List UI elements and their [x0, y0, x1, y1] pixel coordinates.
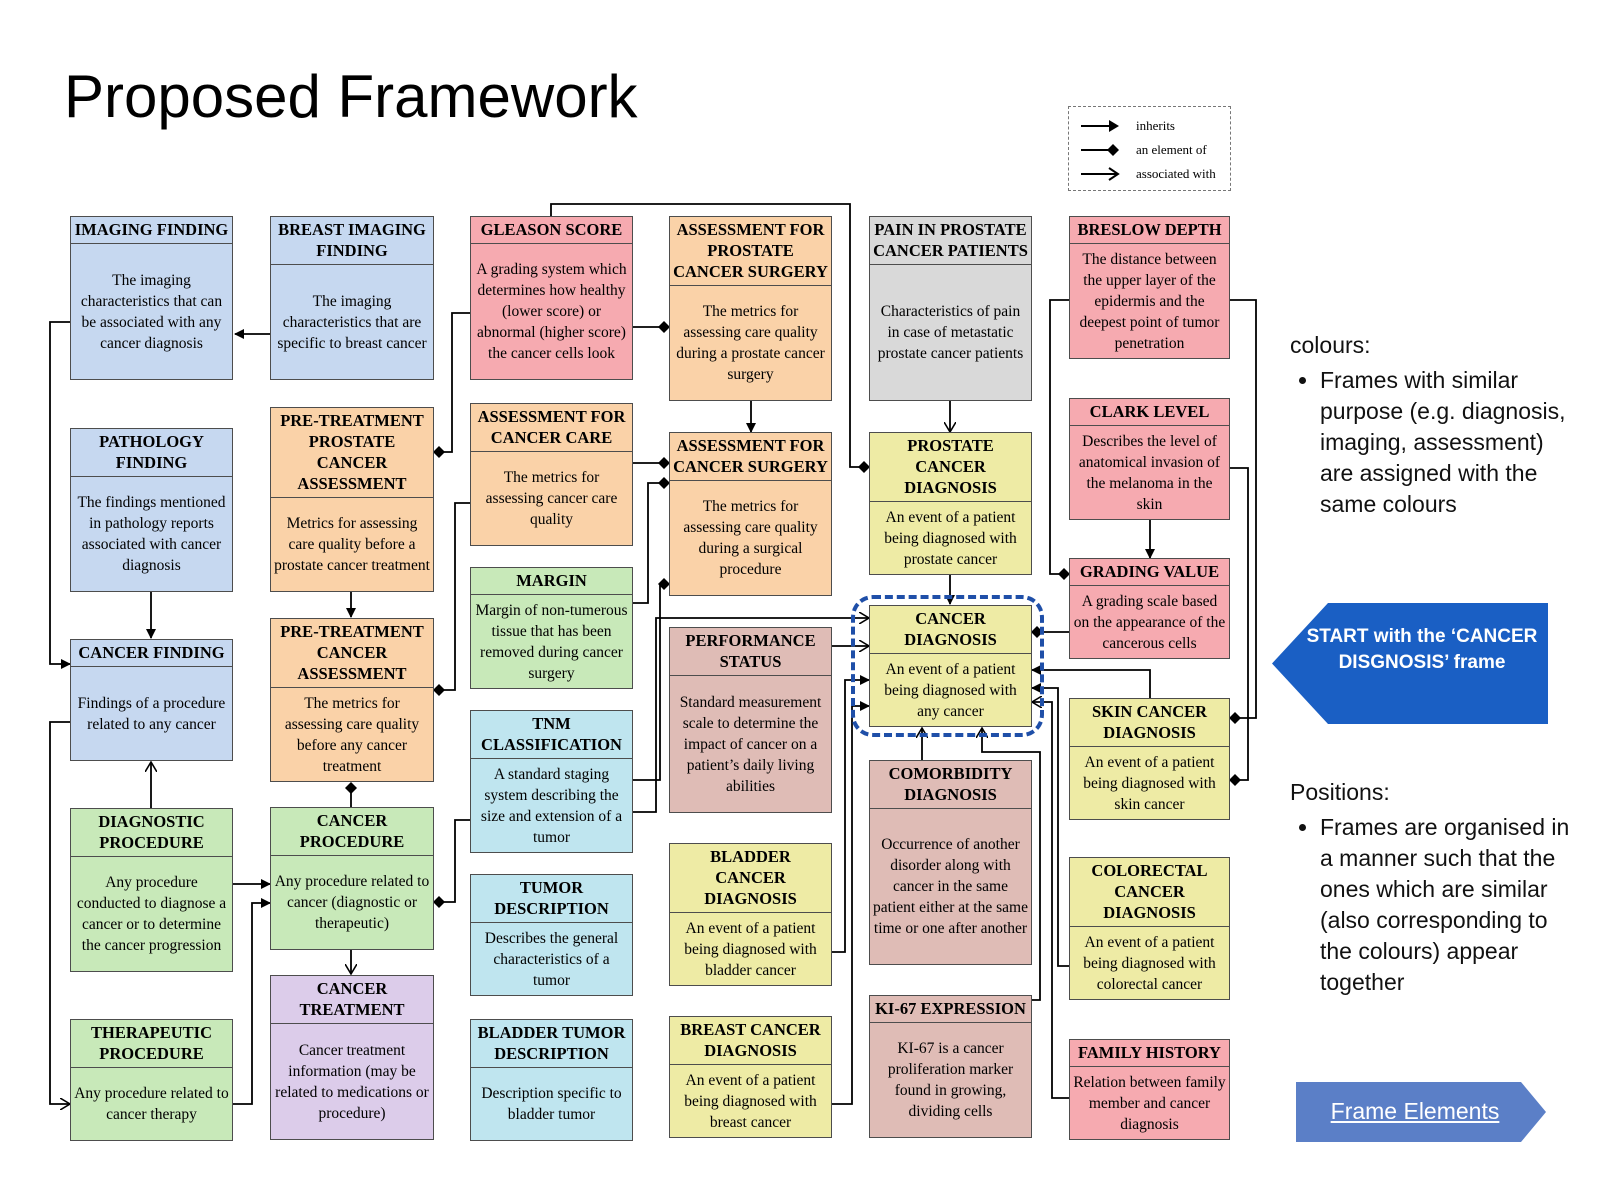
edge-tnm-to-procedure [433, 819, 470, 908]
edge-bladder-to-cancer-diagnosis [831, 675, 870, 953]
frame-pretreatment-prostate[interactable]: PRE-TREATMENT PROSTATE CANCER ASSESSMENT… [270, 407, 434, 592]
frame-clark-level[interactable]: CLARK LEVEL Describes the level of anato… [1069, 398, 1230, 520]
frame-tnm-classification[interactable]: TNM CLASSIFICATION A standard staging sy… [470, 710, 633, 853]
frame-assessment-cancer-surgery[interactable]: ASSESSMENT FOR CANCER SURGERY The metric… [669, 432, 832, 596]
frame-tumor-description[interactable]: TUMOR DESCRIPTION Describes the general … [470, 874, 633, 996]
frame-diagnostic-procedure[interactable]: DIAGNOSTIC PROCEDURE Any procedure condu… [70, 808, 233, 972]
edge-gleason-to-prostate-diagnosis [550, 203, 870, 473]
frame-elements-shape [1296, 1082, 1546, 1142]
frame-margin[interactable]: MARGIN Margin of non-tumerous tissue tha… [470, 567, 633, 689]
frame-therapeutic-procedure[interactable]: THERAPEUTIC PROCEDURE Any procedure rela… [70, 1019, 233, 1141]
frame-comorbidity-diagnosis[interactable]: COMORBIDITY DIAGNOSIS Occurrence of anot… [869, 760, 1032, 965]
frame-assessment-cancer-care[interactable]: ASSESSMENT FOR CANCER CARE The metrics f… [470, 403, 633, 546]
legend-item-associated-with: associated with [1069, 164, 1230, 184]
edge-imaging-to-cancer-finding [49, 321, 71, 669]
colours-note: colours: Frames with similar purpose (e.… [1290, 330, 1575, 520]
edge-clark-to-skin [1229, 467, 1249, 786]
frame-bladder-tumor-description[interactable]: BLADDER TUMOR DESCRIPTION Description sp… [470, 1019, 633, 1141]
colours-bullet: Frames with similar purpose (e.g. diagno… [1320, 365, 1575, 520]
edge-cancer-finding-to-therapeutic [49, 721, 70, 1104]
colours-heading: colours: [1290, 332, 1371, 358]
frame-family-history[interactable]: FAMILY HISTORY Relation between family m… [1069, 1039, 1230, 1140]
edge-skin-to-cancer-diagnosis [1031, 665, 1151, 698]
frame-performance-status[interactable]: PERFORMANCE STATUS Standard measurement … [669, 627, 832, 813]
edge-therapeutic-to-cancer-procedure [233, 898, 271, 1105]
frame-cancer-procedure[interactable]: CANCER PROCEDURE Any procedure related t… [270, 807, 434, 950]
edge-ki67-to-cancer-diagnosis [982, 728, 1041, 1001]
edge-breslow-to-grading [1049, 299, 1070, 580]
legend-item-element-of: an element of [1069, 140, 1230, 160]
frame-cancer-finding[interactable]: CANCER FINDING Findings of a procedure r… [70, 639, 233, 761]
edge-gleason-to-pretreatment [433, 312, 470, 458]
start-frame-highlight [851, 595, 1044, 737]
frame-colorectal-cancer-diagnosis[interactable]: COLORECTAL CANCER DIAGNOSIS An event of … [1069, 857, 1230, 1000]
frame-breast-imaging-finding[interactable]: BREAST IMAGING FINDING The imaging chara… [270, 216, 434, 380]
frame-imaging-finding[interactable]: IMAGING FINDING The imaging characterist… [70, 216, 233, 380]
frame-gleason-score[interactable]: GLEASON SCORE A grading system which det… [470, 216, 633, 380]
frame-breslow-depth[interactable]: BRESLOW DEPTH The distance between the u… [1069, 216, 1230, 359]
edge-family-to-cancer-diagnosis [1032, 702, 1069, 1099]
page-title: Proposed Framework [64, 63, 638, 130]
edge-breast-to-cancer-diagnosis [831, 701, 870, 1105]
start-label: START with the ‘CANCER DISGNOSIS’ frame [1306, 626, 1538, 673]
positions-note: Positions: Frames are organised in a man… [1290, 777, 1575, 998]
frame-pain-prostate[interactable]: PAIN IN PROSTATE CANCER PATIENTS Charact… [869, 216, 1032, 401]
frame-skin-cancer-diagnosis[interactable]: SKIN CANCER DIAGNOSIS An event of a pati… [1069, 698, 1230, 820]
frame-grading-value[interactable]: GRADING VALUE A grading scale based on t… [1069, 558, 1230, 659]
frame-breast-cancer-diagnosis[interactable]: BREAST CANCER DIAGNOSIS An event of a pa… [669, 1016, 832, 1138]
positions-bullet: Frames are organised in a manner such th… [1320, 812, 1575, 998]
frame-ki67-expression[interactable]: KI-67 EXPRESSION KI-67 is a cancer proli… [869, 995, 1032, 1138]
frame-pathology-finding[interactable]: PATHOLOGY FINDING The findings mentioned… [70, 428, 233, 592]
frame-assessment-prostate-surgery[interactable]: ASSESSMENT FOR PROSTATE CANCER SURGERY T… [669, 216, 832, 401]
positions-heading: Positions: [1290, 779, 1390, 805]
frame-elements-link[interactable]: Frame Elements [1330, 1098, 1500, 1124]
legend-item-inherits: inherits [1069, 116, 1230, 136]
edge-margin-to-pretreatment [433, 502, 470, 696]
edge-tnm-to-cancer-diagnosis [633, 618, 869, 813]
frame-cancer-diagnosis[interactable]: CANCER DIAGNOSIS An event of a patient b… [869, 605, 1032, 727]
edge-tnm-to-cancer-surgery [633, 578, 670, 781]
frame-bladder-cancer-diagnosis[interactable]: BLADDER CANCER DIAGNOSIS An event of a p… [669, 843, 832, 986]
frame-prostate-cancer-diagnosis[interactable]: PROSTATE CANCER DIAGNOSIS An event of a … [869, 432, 1032, 575]
frame-pretreatment-cancer[interactable]: PRE-TREATMENT CANCER ASSESSMENT The metr… [270, 618, 434, 782]
edge-margin-to-cancer-surgery [633, 477, 670, 604]
legend: inherits an element of associated with [1068, 106, 1231, 191]
start-arrow-shape [1272, 603, 1548, 724]
edge-breslow-to-skin [1229, 299, 1257, 724]
frame-cancer-treatment[interactable]: CANCER TREATMENT Cancer treatment inform… [270, 975, 434, 1140]
edge-colorectal-to-cancer-diagnosis [1031, 683, 1069, 967]
